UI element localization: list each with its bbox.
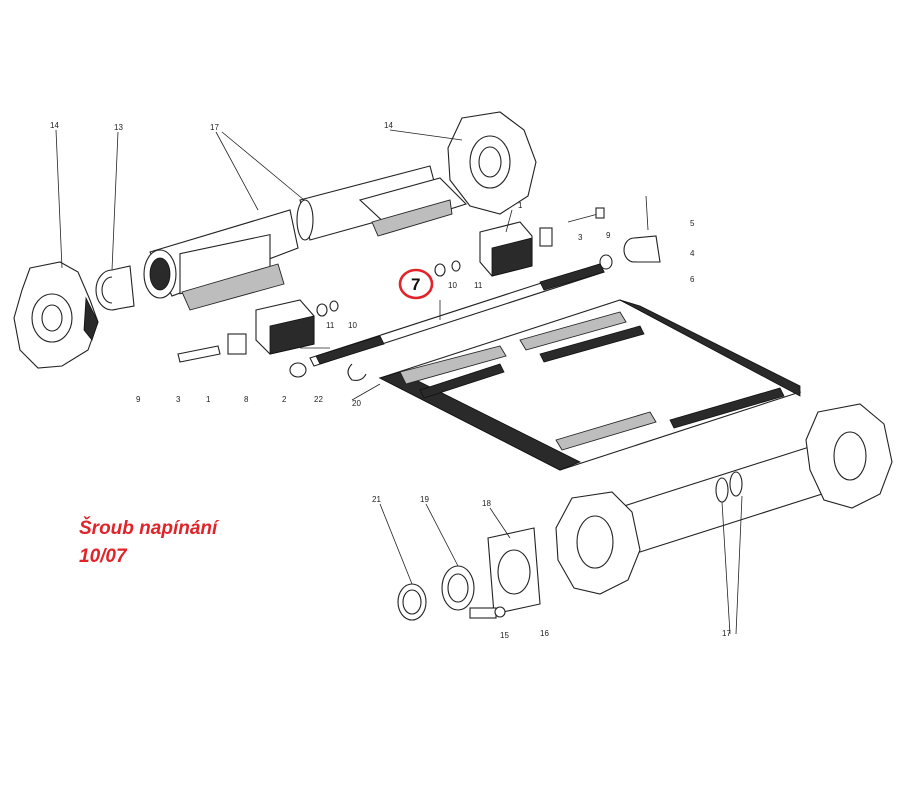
- label-14-top: 14: [384, 121, 393, 130]
- label-2: 2: [282, 395, 287, 404]
- label-5: 5: [690, 219, 695, 228]
- label-19: 19: [420, 495, 429, 504]
- label-22: 22: [314, 395, 323, 404]
- top-right-sprocket: [447, 111, 537, 215]
- highlight-callout-7: 7: [398, 268, 434, 300]
- label-14-left: 14: [50, 121, 59, 130]
- label-11-bottom: 11: [326, 321, 335, 330]
- bearing-ring-13: [95, 265, 135, 311]
- label-1-top: 1: [518, 201, 523, 210]
- label-3-bottom: 3: [176, 395, 181, 404]
- bearing-assembly-bottom: [397, 527, 541, 621]
- label-8: 8: [244, 395, 249, 404]
- label-13: 13: [114, 123, 123, 132]
- label-1-bottom: 1: [206, 395, 211, 404]
- caption-code: 10/07: [79, 546, 127, 567]
- highlight-label: 7: [411, 275, 420, 294]
- caption-title: Šroub napínání: [79, 518, 218, 539]
- label-10-top: 10: [448, 281, 457, 290]
- tension-block-top: [479, 221, 553, 277]
- tension-screw-7: [309, 260, 605, 367]
- label-16: 16: [540, 629, 549, 638]
- label-21: 21: [372, 495, 381, 504]
- label-9-top: 9: [606, 231, 611, 240]
- label-18: 18: [482, 499, 491, 508]
- left-tube-shaft: [143, 209, 299, 311]
- label-4: 4: [690, 249, 695, 258]
- left-sprocket-wheel: [13, 261, 99, 369]
- label-11-top: 11: [474, 281, 483, 290]
- label-20: 20: [352, 399, 361, 408]
- label-17-bottom: 17: [722, 629, 731, 638]
- label-15: 15: [500, 631, 509, 640]
- tension-block-bottom: [177, 299, 367, 381]
- label-17-top: 17: [210, 123, 219, 132]
- top-bolt-and-nut: [567, 195, 661, 270]
- label-6: 6: [690, 275, 695, 284]
- lower-shaft-17: [555, 403, 893, 595]
- label-3-top: 3: [578, 233, 583, 242]
- leader-lines: [55, 129, 743, 635]
- label-10-bottom: 10: [348, 321, 357, 330]
- label-9-bottom: 9: [136, 395, 141, 404]
- upper-tube-shaft: [296, 165, 468, 241]
- part-number-labels: 14 13 17 14 1 3 9 5 4 6 10 11 11 10 9 3 …: [50, 121, 731, 640]
- chain-frame-20: [378, 299, 802, 471]
